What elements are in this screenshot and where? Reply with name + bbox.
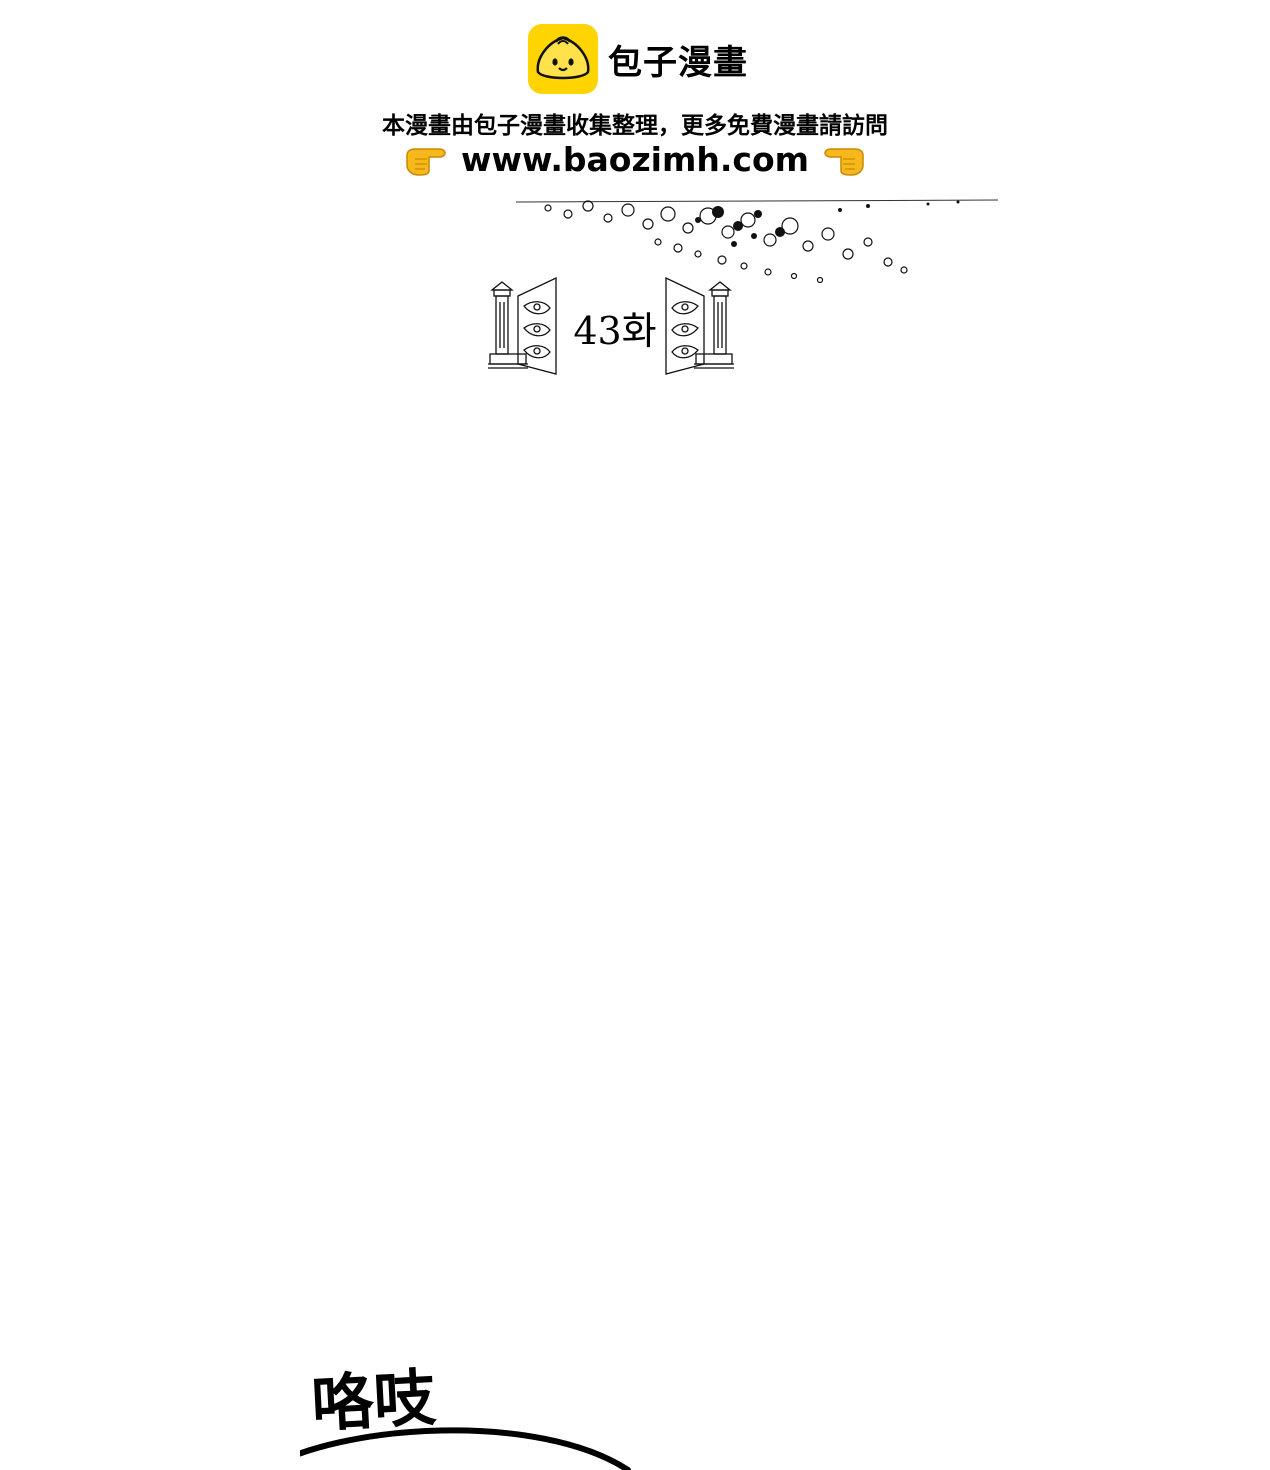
ink-splash-decoration <box>515 199 999 284</box>
site-url-link[interactable]: www.baozimh.com <box>461 139 809 179</box>
door-arc <box>300 1427 631 1470</box>
url-row: www.baozimh.com <box>0 136 1270 182</box>
ornate-gate-left-icon <box>488 276 557 375</box>
chapter-title: 43화 <box>573 309 657 353</box>
sound-effect-text: 咯吱 <box>310 1361 439 1440</box>
ornate-gate-right-icon <box>665 276 734 375</box>
brand-name: 包子漫畫 <box>608 42 748 83</box>
sound-effect-panel: 咯吱 <box>300 1361 631 1470</box>
site-notice: 本漫畫由包子漫畫收集整理，更多免費漫畫請訪問 <box>382 113 888 139</box>
brand-header: 包子漫畫 <box>528 24 748 94</box>
pointing-hand-icon <box>824 148 864 176</box>
pointing-hand-icon <box>406 148 446 176</box>
bun-logo-icon <box>528 24 598 94</box>
